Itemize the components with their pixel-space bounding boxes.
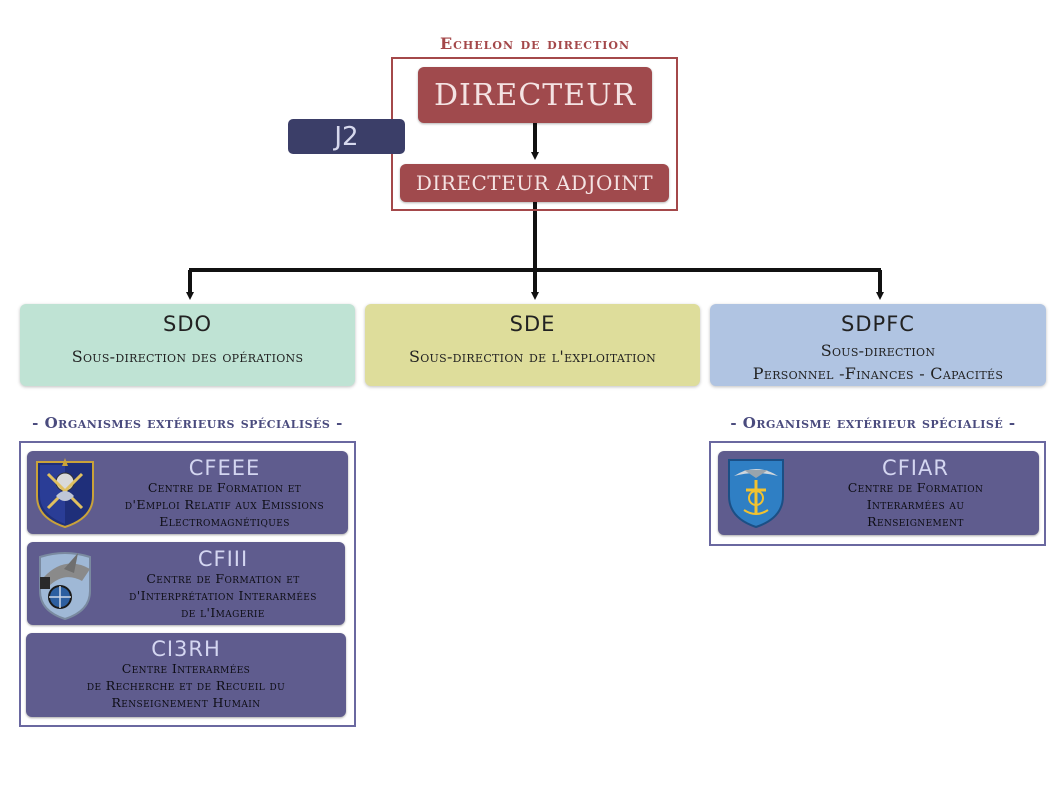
organism-card-cfeee: CFEEE Centre de Formation et d'Emploi Re…: [27, 451, 348, 534]
organism-name-line: Centre Interarmées: [121, 661, 251, 676]
organism-acronym: CFIAR: [882, 456, 949, 480]
subdirection-code: SDPFC: [841, 312, 915, 336]
subdirection-code: SDO: [162, 312, 213, 336]
organism-text: CFIAR Centre de Formation Interarmées au…: [796, 457, 1035, 530]
subdirection-description-line2: Personnel -Finances - Capacités: [752, 364, 1004, 383]
echelon-title: Echelon de direction: [439, 34, 631, 53]
organisms-right-title: - Organisme extérieur spécialisé -: [730, 414, 1016, 432]
organism-name-line: Centre de Formation: [847, 480, 984, 495]
organism-name-line: Centre de Formation et: [146, 571, 300, 586]
organism-text: CI3RH Centre Interarmées de Recherche et…: [30, 638, 342, 711]
organism-card-ci3rh: CI3RH Centre Interarmées de Recherche et…: [26, 633, 346, 717]
organism-name-line: de Recherche et de Recueil du: [86, 678, 286, 693]
organism-text: CFEEE Centre de Formation et d'Emploi Re…: [105, 457, 344, 530]
organisms-left-frame: [19, 441, 356, 727]
organism-acronym: CFIII: [197, 547, 249, 571]
organism-name-line: d'Emploi Relatif aux Emissions: [124, 497, 325, 512]
organism-name-line: Centre de Formation et: [147, 480, 302, 495]
organism-name-line: d'Interprétation Interarmées: [129, 588, 317, 603]
subdirection-sdpfc: SDPFC Sous-direction Personnel -Finances…: [710, 304, 1046, 386]
subdirection-sdo: SDO Sous-direction des opérations: [20, 304, 355, 386]
organism-card-cfiar: CFIAR Centre de Formation Interarmées au…: [718, 451, 1039, 535]
cfeee-badge-icon: [36, 458, 94, 529]
organism-name-line: de l'Imagerie: [181, 605, 265, 620]
organism-name-line: Renseignement: [867, 514, 964, 529]
organisms-left-title: - Organismes extérieurs spécialisés -: [32, 414, 343, 432]
subdirection-description: Sous-direction de l'exploitation: [408, 347, 657, 366]
subdirection-description: Sous-direction des opérations: [71, 347, 304, 366]
director-box: DIRECTEUR: [418, 67, 652, 123]
organisms-right-frame: [709, 441, 1046, 546]
subdirection-description: Sous-direction: [820, 341, 936, 360]
subdirection-code: SDE: [509, 312, 556, 336]
organism-acronym: CI3RH: [151, 637, 221, 661]
cfiii-badge-icon: [39, 552, 91, 621]
organism-name-line: Interarmées au: [866, 497, 965, 512]
j2-box: J2: [288, 119, 405, 154]
organism-card-cfiii: CFIII Centre de Formation et d'Interprét…: [27, 542, 345, 625]
organism-text: CFIII Centre de Formation et d'Interprét…: [105, 548, 341, 621]
subdirection-sde: SDE Sous-direction de l'exploitation: [365, 304, 700, 386]
cfiar-badge-icon: [728, 459, 784, 529]
organism-name-line: Electromagnétiques: [159, 514, 290, 529]
deputy-director-box: DIRECTEUR ADJOINT: [400, 164, 669, 202]
organism-name-line: Renseignement Humain: [111, 695, 261, 710]
organism-acronym: CFEEE: [188, 456, 261, 480]
